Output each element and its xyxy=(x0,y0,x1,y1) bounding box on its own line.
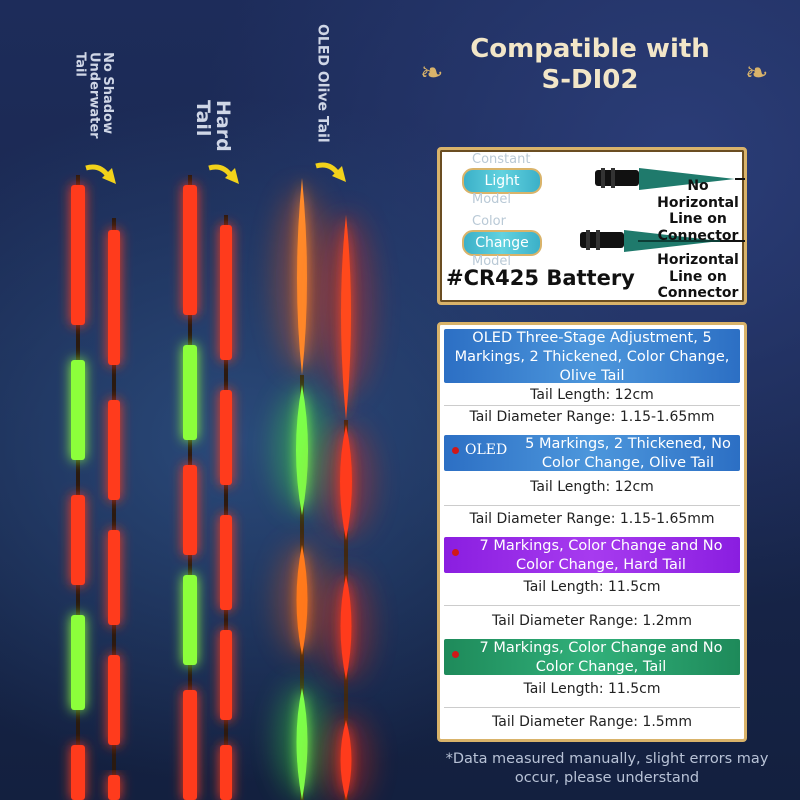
red-segment xyxy=(220,390,232,485)
red-segment xyxy=(220,630,232,720)
red-segment xyxy=(71,745,85,800)
red-segment xyxy=(183,185,197,315)
spec-header-2: OLED 5 Markings, 2 Thickened, No Color C… xyxy=(444,435,740,471)
spec-header-4: 7 Markings, Color Change and No Color Ch… xyxy=(444,639,740,675)
page-title: Compatible with S-DI02 xyxy=(440,34,740,96)
glow-segment xyxy=(340,425,352,540)
glow-segment xyxy=(296,385,308,515)
red-dot-icon xyxy=(452,446,459,454)
divider xyxy=(444,505,740,506)
red-segment xyxy=(108,230,120,365)
constant-light-pill: Light xyxy=(462,168,542,194)
red-segment xyxy=(183,465,197,555)
spec-tail-diameter-1: Tail Diameter Range: 1.15-1.65mm xyxy=(469,409,715,425)
glow-segment xyxy=(340,575,352,680)
change-ghost-top: Color xyxy=(472,214,506,229)
glow-segment xyxy=(340,720,352,800)
oled-olive-label: OLED Olive Tail xyxy=(314,24,331,143)
red-dot-icon xyxy=(452,651,459,658)
connector-label-1: No Horizontal Line on Connector xyxy=(657,178,739,244)
float-tails xyxy=(71,175,372,800)
divider xyxy=(444,405,740,406)
red-segment xyxy=(220,745,232,800)
spec-tail-length-1: Tail Length: 12cm xyxy=(530,387,654,403)
red-segment xyxy=(71,185,85,325)
green-segment xyxy=(183,345,197,440)
red-segment xyxy=(108,655,120,745)
spec-tail-length-2: Tail Length: 12cm xyxy=(530,479,654,495)
oled-badge: OLED xyxy=(452,441,507,459)
connector-2-icon xyxy=(580,230,745,252)
constant-ghost-top: Constant xyxy=(472,152,531,167)
spec-tail-length-4: Tail Length: 11.5cm xyxy=(523,681,661,697)
color-change-pill: Change xyxy=(462,230,542,256)
arrow-icon xyxy=(85,164,116,184)
spec-tail-diameter-4: Tail Diameter Range: 1.5mm xyxy=(492,714,692,730)
spec-tail-diameter-2: Tail Diameter Range: 1.15-1.65mm xyxy=(469,511,715,527)
red-segment xyxy=(220,515,232,610)
float-tails-illustration: No Shadow Underwater Tail Hard Tail OLED… xyxy=(71,24,372,800)
glow-segment xyxy=(341,215,351,420)
glow-segment xyxy=(296,688,308,800)
ornament-left-icon: ❧ xyxy=(420,56,444,89)
spec-tail-diameter-3: Tail Diameter Range: 1.2mm xyxy=(492,613,692,629)
glow-segment xyxy=(296,545,308,655)
spec-table: OLED Three-Stage Adjustment, 5 Markings,… xyxy=(437,322,747,742)
glow-segment xyxy=(297,178,307,375)
connector-label-2: Horizontal Line on Connector xyxy=(657,252,739,302)
connector-1-icon xyxy=(595,168,745,190)
arrow-icon xyxy=(208,164,239,184)
constant-ghost-bottom: Model xyxy=(472,192,512,207)
red-segment xyxy=(108,400,120,500)
red-segment xyxy=(183,690,197,800)
green-segment xyxy=(71,615,85,710)
divider xyxy=(444,707,740,708)
red-segment xyxy=(108,775,120,800)
green-segment xyxy=(71,360,85,460)
divider xyxy=(444,605,740,606)
red-dot-icon xyxy=(452,549,459,556)
spec-tail-length-3: Tail Length: 11.5cm xyxy=(523,579,661,595)
green-segment xyxy=(183,575,197,665)
title-line-1: Compatible with xyxy=(470,34,710,64)
battery-model: #CR425 Battery xyxy=(446,266,635,290)
battery-panel: Constant Light Model Color Change Model … xyxy=(437,147,747,305)
red-segment xyxy=(71,495,85,585)
red-segment xyxy=(220,225,232,360)
hard-tail-label: Hard Tail xyxy=(192,100,234,152)
no-shadow-label: No Shadow Underwater Tail xyxy=(72,52,115,139)
arrow-icon xyxy=(315,162,346,182)
ornament-right-icon: ❧ xyxy=(745,56,769,89)
red-segment xyxy=(108,530,120,625)
title-line-2: S-DI02 xyxy=(541,65,639,96)
spec-header-3: 7 Markings, Color Change and No Color Ch… xyxy=(444,537,740,573)
change-ghost-bottom: Model xyxy=(472,254,512,269)
spec-header-1: OLED Three-Stage Adjustment, 5 Markings,… xyxy=(444,329,740,383)
footnote: *Data measured manually, slight errors m… xyxy=(445,751,769,786)
